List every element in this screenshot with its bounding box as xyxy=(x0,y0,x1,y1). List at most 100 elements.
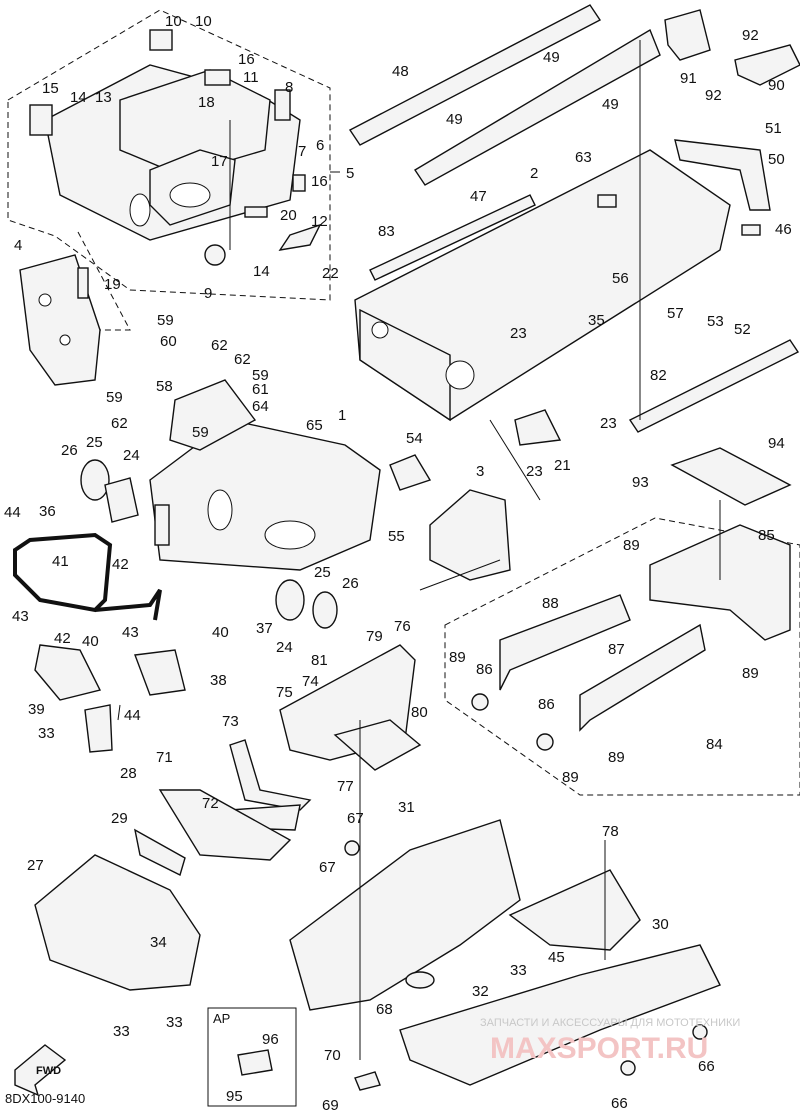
plug-66a xyxy=(692,1024,708,1040)
callout-66-2: 66 xyxy=(611,1095,628,1110)
callout-24-2: 24 xyxy=(276,639,293,656)
panel-30 xyxy=(399,944,721,1086)
fwd-arrow-icon xyxy=(14,1044,67,1097)
cover-71 xyxy=(158,789,292,861)
callout-11: 11 xyxy=(243,69,259,86)
callout-3: 3 xyxy=(476,463,484,480)
leader-4 xyxy=(77,231,131,331)
callout-47: 47 xyxy=(470,188,487,205)
callout-6: 6 xyxy=(316,137,324,154)
callout-38: 38 xyxy=(210,672,227,689)
bracket-3 xyxy=(429,489,511,581)
plug-67 xyxy=(344,840,360,856)
bracket-54 xyxy=(389,454,432,491)
callout-1: 1 xyxy=(338,407,346,424)
callout-15: 15 xyxy=(42,80,59,97)
callout-33-3: 33 xyxy=(113,1023,130,1040)
pad-46 xyxy=(741,224,761,236)
callout-75: 75 xyxy=(276,684,293,701)
callout-59: 59 xyxy=(157,312,174,329)
bracket-38 xyxy=(134,649,186,696)
callout-65: 65 xyxy=(306,417,323,434)
callout-61: 61 xyxy=(252,381,269,398)
sheet-93-94 xyxy=(670,447,792,506)
callout-78: 78 xyxy=(602,823,619,840)
callout-10-2: 10 xyxy=(195,13,212,30)
callout-18: 18 xyxy=(198,94,215,111)
callout-89-2: 89 xyxy=(623,537,640,554)
callout-92: 92 xyxy=(742,27,759,44)
callout-49-3: 49 xyxy=(602,96,619,113)
callout-27: 27 xyxy=(27,857,44,874)
watermark-text: ЗАПЧАСТИ И АКСЕССУАРЫ ДЛЯ МОТОТЕХНИКИ xyxy=(480,1017,740,1029)
callout-56: 56 xyxy=(612,270,629,287)
callout-23-3: 23 xyxy=(526,463,543,480)
fwd-label: FWD xyxy=(36,1065,61,1077)
clip-69 xyxy=(354,1071,381,1091)
callout-31: 31 xyxy=(398,799,415,816)
callout-33-2: 33 xyxy=(510,962,527,979)
callout-89-3: 89 xyxy=(742,665,759,682)
callout-12: 12 xyxy=(311,213,328,230)
bracket-28 xyxy=(84,704,113,753)
callout-89-4: 89 xyxy=(562,769,579,786)
callout-55: 55 xyxy=(388,528,405,545)
callout-58: 58 xyxy=(156,378,173,395)
callout-26-2: 26 xyxy=(342,575,359,592)
callout-50: 50 xyxy=(768,151,785,168)
callout-81: 81 xyxy=(311,652,328,669)
callout-40: 40 xyxy=(82,633,99,650)
callout-7: 7 xyxy=(298,143,306,160)
callout-73: 73 xyxy=(222,713,239,730)
callout-16: 16 xyxy=(238,51,255,68)
callout-4: 4 xyxy=(14,237,22,254)
callout-62-3: 62 xyxy=(111,415,128,432)
callout-54: 54 xyxy=(406,430,423,447)
callout-44-2: 44 xyxy=(124,707,141,724)
belly-pan-31 xyxy=(289,819,521,1011)
callout-59-3: 59 xyxy=(106,389,123,406)
callout-22: 22 xyxy=(322,265,339,282)
callout-89-5: 89 xyxy=(608,749,625,766)
callout-67: 67 xyxy=(347,810,364,827)
bar-36b xyxy=(94,588,162,621)
callout-79: 79 xyxy=(366,628,383,645)
callout-40-2: 40 xyxy=(212,624,229,641)
callout-20: 20 xyxy=(280,207,297,224)
callout-86-2: 86 xyxy=(538,696,555,713)
diagram-code: 8DX100-9140 xyxy=(5,1091,85,1106)
callout-80: 80 xyxy=(411,704,428,721)
front-subframe xyxy=(29,29,322,266)
assembly-5-boundary xyxy=(7,9,331,301)
callout-62-2: 62 xyxy=(234,351,251,368)
callout-64: 64 xyxy=(252,398,269,415)
main-frame-1 xyxy=(149,379,381,571)
watermark-logo: MAXSPORT.RU xyxy=(490,1032,708,1065)
callout-14-2: 14 xyxy=(253,263,270,280)
nose-pan-27 xyxy=(34,854,201,991)
callout-39: 39 xyxy=(28,701,45,718)
leader-lines xyxy=(117,40,721,1060)
callout-93: 93 xyxy=(632,474,649,491)
strip-82 xyxy=(628,339,800,433)
plug-66b xyxy=(620,1060,636,1076)
ap-inset-label: AP xyxy=(213,1011,230,1026)
callout-49: 49 xyxy=(543,49,560,66)
callout-69: 69 xyxy=(322,1097,339,1110)
callout-74: 74 xyxy=(302,673,319,690)
callout-82: 82 xyxy=(650,367,667,384)
callout-42: 42 xyxy=(112,556,129,573)
parts-90-91 xyxy=(664,9,800,86)
grille-29 xyxy=(134,828,186,877)
grommet-68 xyxy=(405,971,435,989)
ap-inset-box xyxy=(207,1007,297,1107)
callout-85: 85 xyxy=(758,527,775,544)
callout-33: 33 xyxy=(38,725,55,742)
callout-63: 63 xyxy=(575,149,592,166)
callout-59-2: 59 xyxy=(252,367,269,384)
callout-83: 83 xyxy=(378,223,395,240)
callout-91: 91 xyxy=(680,70,697,87)
callout-77: 77 xyxy=(337,778,354,795)
strip-83 xyxy=(369,194,536,281)
callout-59-4: 59 xyxy=(192,424,209,441)
